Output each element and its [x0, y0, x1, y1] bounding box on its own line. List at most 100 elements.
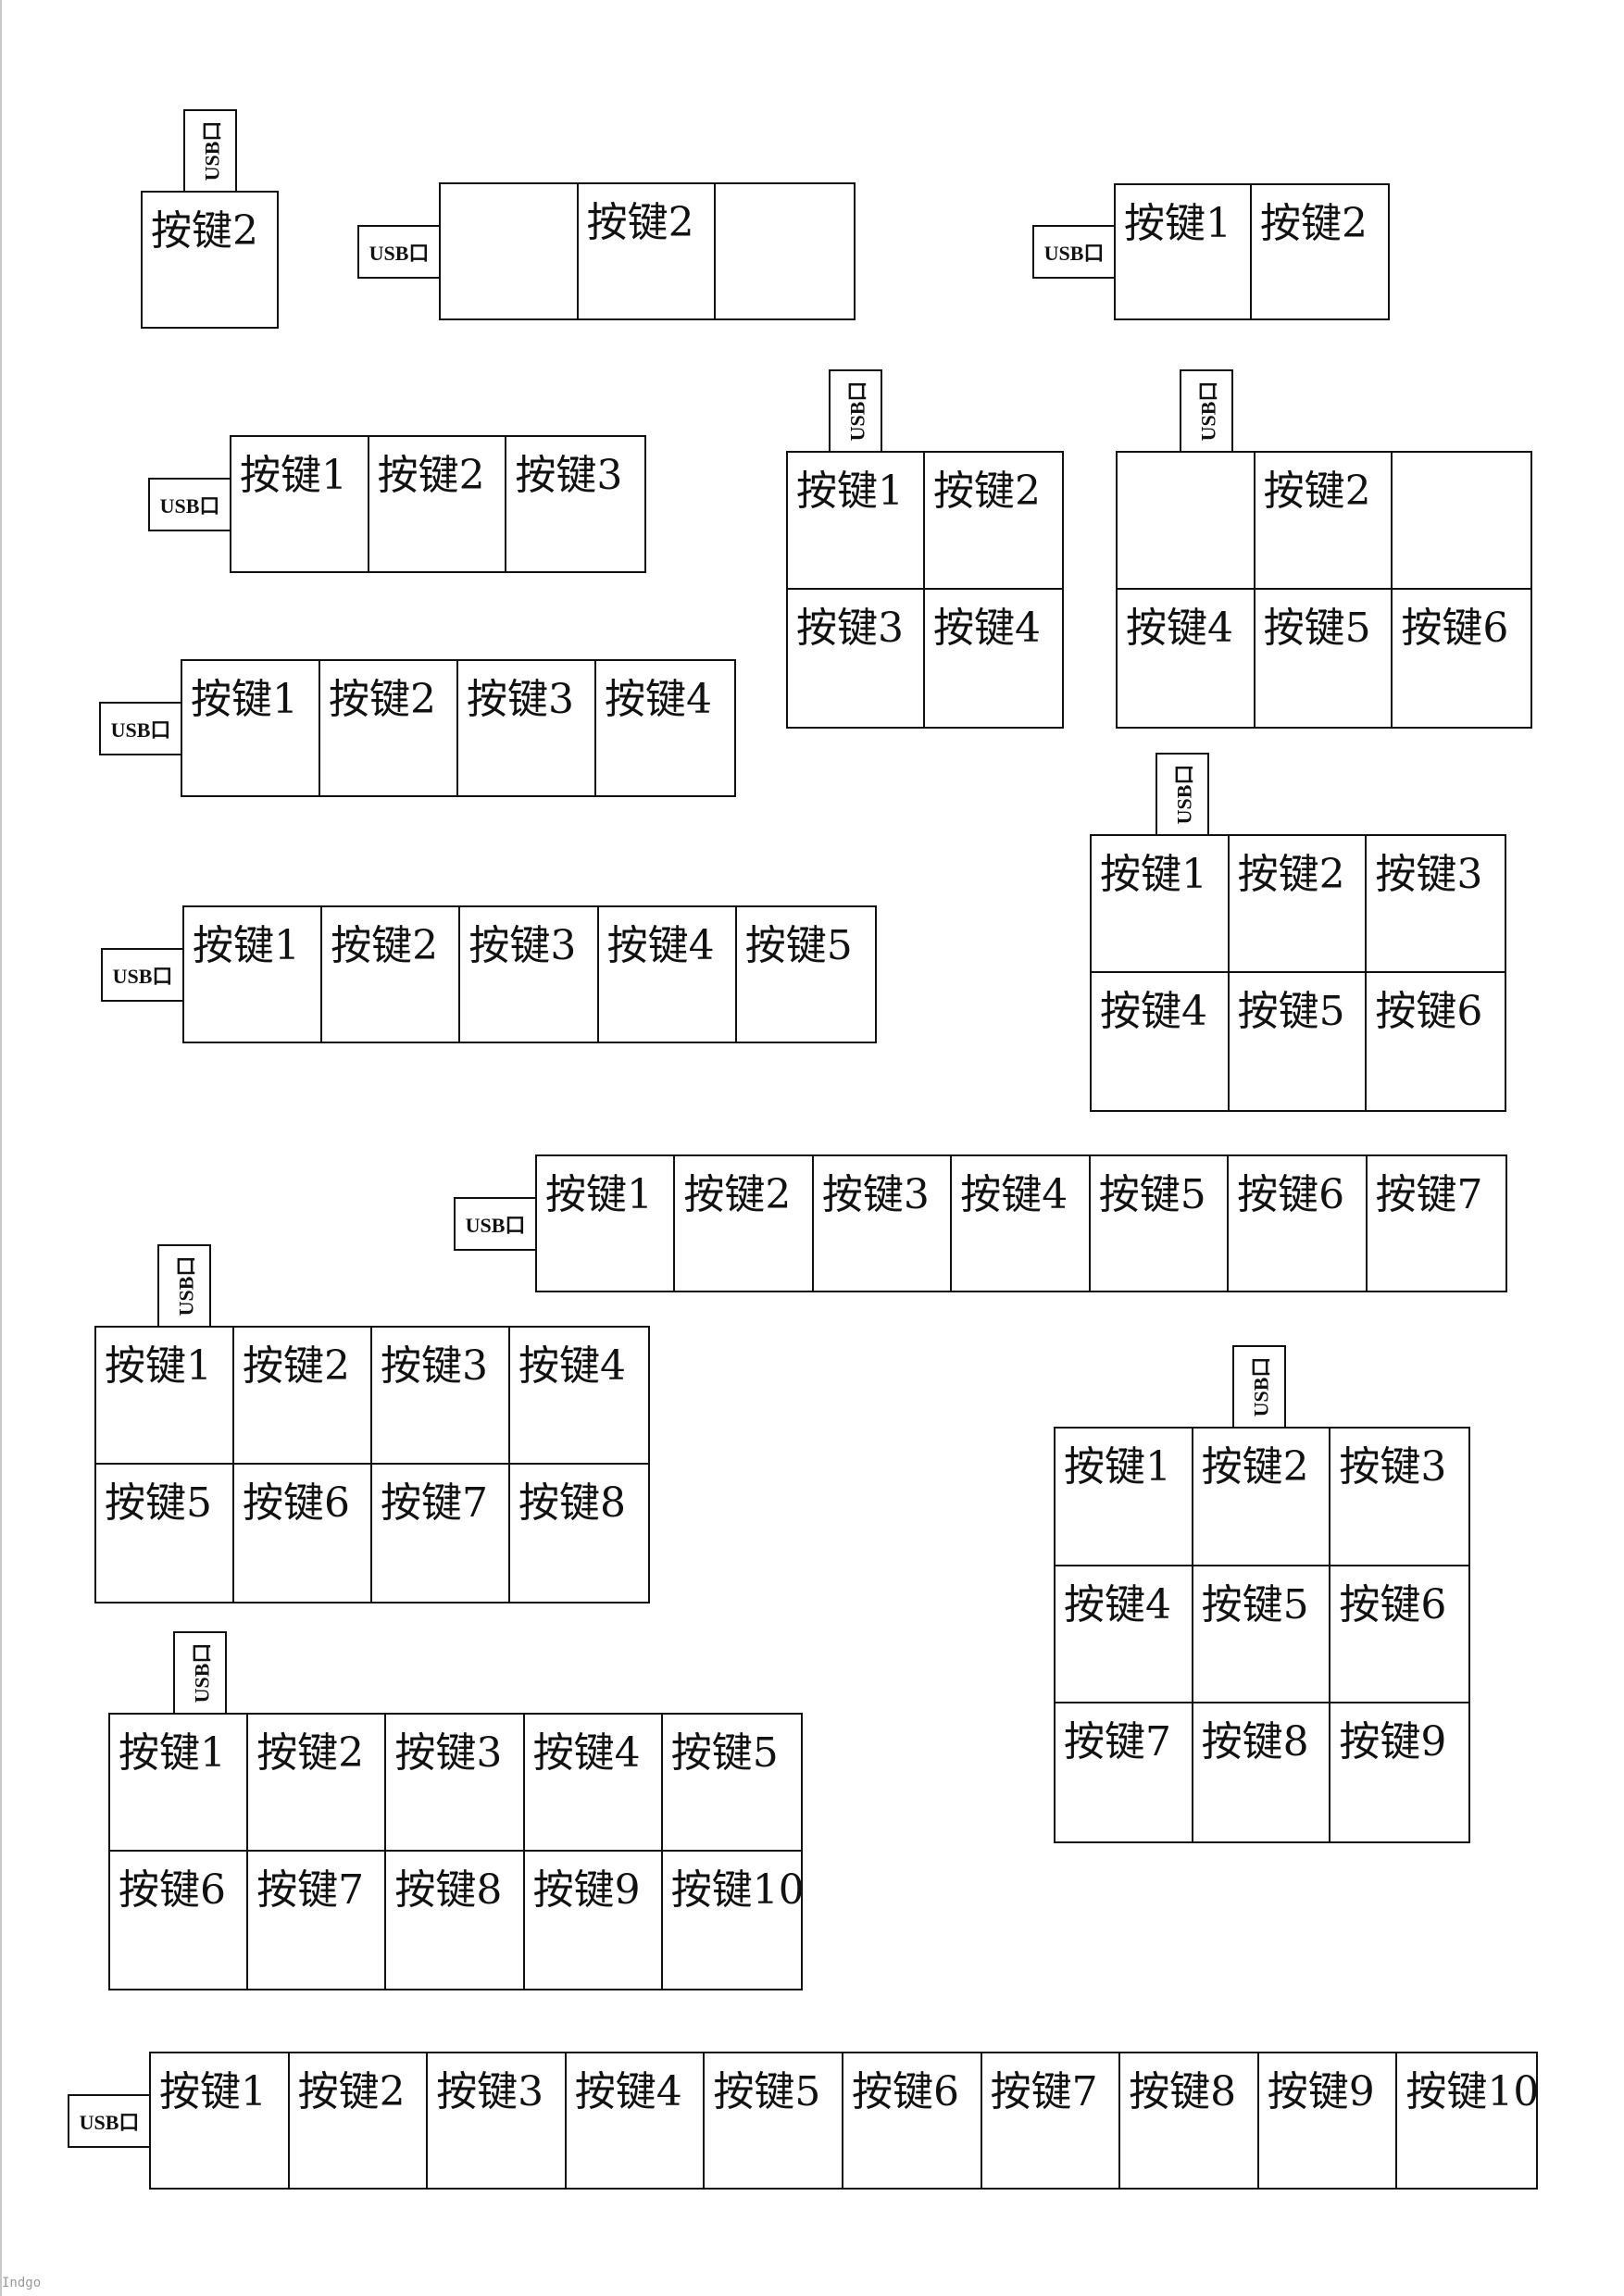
usb-port-label: USB口: [1032, 225, 1116, 279]
key-cell: 按键1: [182, 661, 320, 795]
key-cell: 按键5: [744, 922, 853, 969]
key-cell: 按键1: [1056, 1429, 1193, 1566]
key-cell: 按键6: [234, 1465, 372, 1602]
key-cell: 按键8: [386, 1852, 525, 1989]
keypad-grid: 按键2: [439, 182, 856, 320]
key-cell: 按键5: [705, 2053, 843, 2188]
key-cell: 按键2: [248, 1715, 387, 1852]
key-cell: 按键1: [788, 453, 925, 590]
usb-port-label: USB口: [829, 369, 882, 453]
usb-port-label: USB口: [157, 1244, 211, 1328]
page-edge-line: [0, 0, 2, 2296]
key-cell: 按键3: [460, 907, 599, 1042]
key-cell: 按键4: [1056, 1566, 1193, 1704]
footer-text: Indgo: [2, 2276, 42, 2290]
key-cell: 按键1: [184, 907, 323, 1042]
key-cell: 按键7: [248, 1852, 387, 1989]
key-cell: 按键5: [662, 1715, 801, 1852]
key-cell: 按键4: [605, 676, 712, 723]
key-cell: 按键4: [1092, 973, 1230, 1110]
key-cell: 按键5: [1193, 1566, 1331, 1704]
key-cell: 按键3: [1367, 836, 1505, 973]
usb-port-label: USB口: [173, 1631, 227, 1715]
key-cell: 按键2: [675, 1156, 814, 1291]
key-cell: 按键5: [1230, 973, 1368, 1110]
key-cell: 按键7: [1056, 1703, 1193, 1841]
key-cell: 按键8: [518, 1479, 626, 1527]
key-cell: 按键1: [231, 437, 369, 571]
key-cell: 按键10: [670, 1866, 801, 1914]
keypad-grid: 按键2: [141, 191, 279, 329]
key-cell: 按键5: [1255, 590, 1393, 727]
key-cell: 按键3: [788, 590, 925, 727]
key-cell: 按键2: [579, 184, 717, 318]
key-cell: 按键2: [1193, 1429, 1331, 1566]
key-cell: 按键7: [1375, 1171, 1483, 1218]
key-cell: 按键2: [1229, 836, 1368, 973]
key-cell: 按键1: [537, 1156, 676, 1291]
key-cell: 按键2: [1260, 200, 1368, 247]
empty-cell: [1118, 453, 1255, 590]
key-cell: 按键1: [1092, 836, 1230, 973]
key-cell: 按键6: [1330, 1566, 1468, 1704]
key-cell: 按键3: [458, 661, 596, 795]
key-cell: 按键4: [599, 907, 737, 1042]
empty-cell: [441, 184, 579, 318]
key-cell: 按键3: [372, 1328, 510, 1465]
key-cell: 按键2: [320, 661, 458, 795]
key-cell: 按键5: [1091, 1156, 1230, 1291]
key-cell: 按键6: [110, 1852, 249, 1989]
key-cell: 按键2: [290, 2053, 429, 2188]
key-cell: 按键1: [110, 1715, 249, 1852]
key-cell: 按键3: [386, 1715, 525, 1852]
key-cell: 按键4: [524, 1715, 663, 1852]
key-cell: 按键6: [1375, 988, 1483, 1035]
key-cell: 按键4: [510, 1328, 648, 1465]
key-cell: 按键2: [234, 1328, 372, 1465]
key-cell: 按键4: [1118, 590, 1255, 727]
key-cell: 按键3: [814, 1156, 953, 1291]
usb-port-label: USB口: [148, 478, 231, 531]
key-cell: 按键4: [567, 2053, 706, 2188]
key-cell: 按键10: [1405, 2068, 1536, 2115]
key-cell: 按键2: [322, 907, 461, 1042]
key-cell: 按键3: [515, 452, 623, 499]
key-cell: 按键7: [982, 2053, 1121, 2188]
empty-cell: [716, 184, 854, 318]
key-cell: 按键2: [1255, 453, 1393, 590]
usb-port-label: USB口: [357, 225, 441, 279]
usb-port-label: USB口: [1156, 753, 1209, 836]
key-cell: 按键1: [151, 2053, 290, 2188]
key-cell: 按键7: [372, 1465, 510, 1602]
key-cell: 按键8: [1193, 1703, 1331, 1841]
key-cell: 按键3: [428, 2053, 567, 2188]
key-cell: 按键1: [96, 1328, 234, 1465]
key-cell: 按键3: [1330, 1429, 1468, 1566]
usb-port-label: USB口: [99, 702, 182, 755]
key-cell: 按键2: [369, 437, 507, 571]
key-cell: 按键9: [525, 1852, 663, 1989]
usb-port-label: USB口: [68, 2094, 151, 2148]
key-cell: 按键1: [1116, 185, 1252, 318]
usb-port-label: USB口: [1232, 1345, 1286, 1429]
key-cell: 按键4: [933, 605, 1041, 652]
key-cell: 按键9: [1339, 1718, 1447, 1766]
usb-port-label: USB口: [454, 1197, 537, 1251]
usb-port-label: USB口: [1180, 369, 1233, 453]
key-cell: 按键8: [1120, 2053, 1259, 2188]
usb-port-label: USB口: [101, 948, 184, 1002]
key-cell: 按键9: [1259, 2053, 1398, 2188]
key-cell: 按键5: [96, 1465, 234, 1602]
key-cell: 按键6: [1229, 1156, 1368, 1291]
key-cell: 按键2: [925, 453, 1062, 590]
key-cell: 按键6: [1401, 605, 1509, 652]
